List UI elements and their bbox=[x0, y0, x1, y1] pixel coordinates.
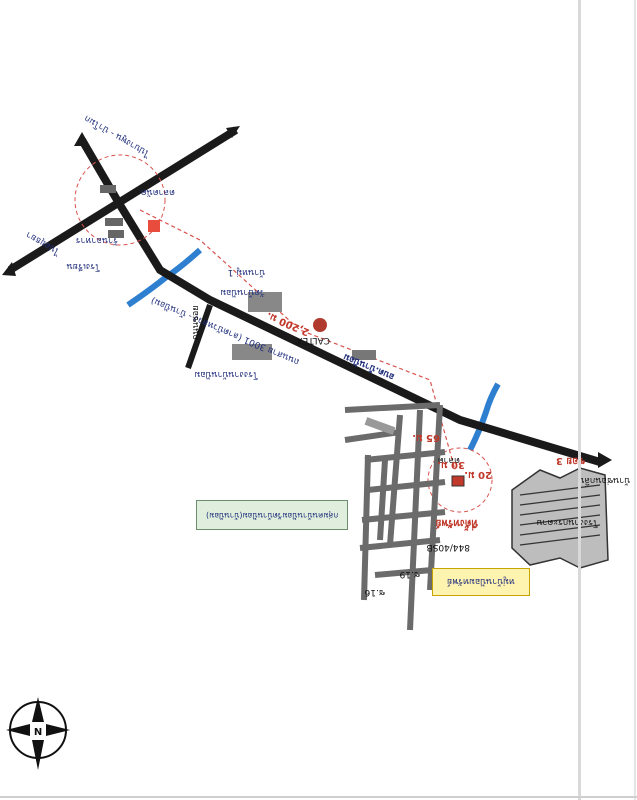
hatch-strip bbox=[364, 417, 396, 435]
village-top-label: ตลาดนัด bbox=[141, 187, 175, 197]
distance-near-label: 30 ม. bbox=[437, 459, 465, 470]
building-small-2 bbox=[105, 218, 123, 226]
building-small-3 bbox=[108, 230, 124, 238]
branch-road-label: ถนนซอย bbox=[191, 305, 201, 340]
stream-right bbox=[467, 382, 501, 452]
arrow-right-icon bbox=[598, 452, 612, 468]
right-building-label: โรงงานกระดาษ bbox=[536, 517, 598, 528]
right-village-label: บ้านซ่อนกลิ่น bbox=[578, 475, 630, 488]
arrow-left-icon bbox=[2, 262, 16, 276]
top-road bbox=[7, 126, 239, 274]
compass-north-label: N bbox=[34, 727, 42, 738]
gas-station-icon bbox=[313, 318, 327, 332]
site-label: ที่ตั้งทรัพย์ bbox=[435, 517, 478, 531]
site-marker-icon bbox=[451, 475, 465, 487]
lower-label-a: ซ.19 bbox=[399, 569, 420, 579]
lower-label-b: ซ.16 bbox=[364, 587, 385, 597]
factory-label: โรงงานบ้านป้อม bbox=[194, 369, 258, 380]
range-circle-site bbox=[427, 447, 493, 513]
code-label: 844/40SB bbox=[426, 542, 470, 552]
green-area-box: กลุ่มคนบ้านป้อมวัดบ้านป้อม(บ้านป้อม) bbox=[196, 500, 348, 530]
school-top-label: โรงเรียน bbox=[67, 261, 100, 272]
village-mid-label: บ้านหมู่ 1 bbox=[228, 267, 265, 278]
yellow-box-text: หมู่บ้านป้อมทรัพย์ bbox=[447, 576, 515, 586]
branch-road bbox=[185, 304, 213, 369]
main-road bbox=[78, 137, 602, 466]
factory-building-icon bbox=[232, 344, 272, 360]
building-small-1 bbox=[100, 185, 116, 193]
market-small-label: ตลาด bbox=[438, 455, 460, 465]
range-circle-top bbox=[74, 154, 166, 246]
village-streets bbox=[344, 402, 446, 631]
frame-divider-bottom bbox=[0, 796, 637, 798]
shop-label: ร้านอาหาร bbox=[76, 235, 118, 246]
distance-tiny-label: 20 ม. bbox=[464, 469, 492, 480]
frame-divider-edge bbox=[634, 0, 636, 800]
temple-label: วัดบ้านป้อม bbox=[220, 287, 265, 298]
arrow-topright-icon bbox=[226, 126, 240, 138]
village-building-icon bbox=[248, 292, 282, 312]
stream-left bbox=[126, 247, 203, 308]
yellow-area-box: หมู่บ้านป้อมทรัพย์ bbox=[432, 568, 530, 596]
shop-icon bbox=[352, 350, 376, 360]
arrow-up-icon bbox=[74, 132, 90, 146]
seven-eleven-icon bbox=[148, 220, 160, 232]
soi-road-label: ซอย 3 bbox=[556, 455, 585, 466]
compass-icon bbox=[6, 697, 70, 770]
frame-divider-right bbox=[578, 0, 581, 800]
green-box-text: กลุ่มคนบ้านป้อมวัดบ้านป้อม(บ้านป้อม) bbox=[205, 510, 339, 520]
distance-short-label: 65 ม. bbox=[412, 432, 440, 443]
caltex-label: CALTEX bbox=[296, 335, 330, 345]
